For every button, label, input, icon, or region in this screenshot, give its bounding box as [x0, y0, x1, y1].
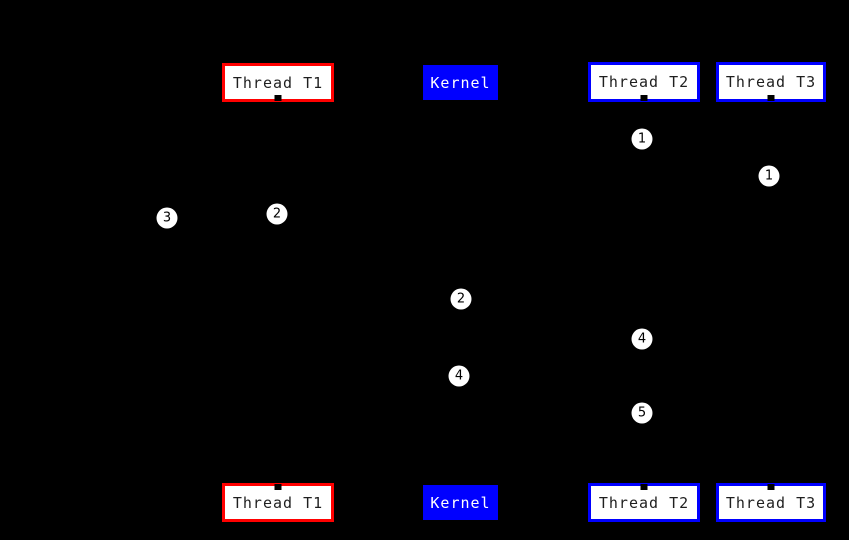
node-thread-t2-top: Thread T2 — [588, 62, 700, 102]
lifeline-notch — [767, 484, 775, 490]
step-marker-2-4: 2 — [450, 288, 472, 310]
node-kernel-bottom: Kernel — [423, 485, 498, 520]
step-marker-label: 2 — [456, 291, 466, 307]
step-marker-5-7: 5 — [631, 402, 653, 424]
node-thread-t2-bottom: Thread T2 — [588, 483, 700, 522]
step-marker-label: 4 — [454, 368, 464, 384]
step-marker-label: 5 — [637, 405, 647, 421]
node-label: Thread T1 — [232, 73, 324, 92]
node-thread-t1-bottom: Thread T1 — [222, 483, 334, 522]
step-marker-1-1: 1 — [758, 165, 780, 187]
step-marker-4-5: 4 — [631, 328, 653, 350]
node-label: Kernel — [430, 493, 491, 512]
node-label: Thread T2 — [598, 493, 690, 512]
node-kernel-top: Kernel — [423, 65, 498, 100]
step-marker-1-0: 1 — [631, 128, 653, 150]
node-thread-t3-bottom: Thread T3 — [716, 483, 826, 522]
lifeline-notch — [767, 95, 775, 101]
node-thread-t3-top: Thread T3 — [716, 62, 826, 102]
step-marker-label: 2 — [272, 206, 282, 222]
node-label: Kernel — [430, 73, 491, 92]
step-marker-3-3: 3 — [156, 207, 178, 229]
node-label: Thread T3 — [725, 493, 817, 512]
lifeline-notch — [640, 95, 648, 101]
step-marker-label: 3 — [162, 210, 172, 226]
step-marker-2-2: 2 — [266, 203, 288, 225]
step-marker-label: 4 — [637, 331, 647, 347]
step-marker-label: 1 — [764, 168, 774, 184]
node-label: Thread T2 — [598, 73, 690, 91]
node-label: Thread T3 — [725, 73, 817, 91]
node-thread-t1-top: Thread T1 — [222, 63, 334, 102]
step-marker-label: 1 — [637, 131, 647, 147]
node-label: Thread T1 — [232, 493, 324, 512]
step-marker-4-6: 4 — [448, 365, 470, 387]
lifeline-notch — [274, 484, 282, 490]
lifeline-notch — [274, 95, 282, 101]
lifeline-notch — [640, 484, 648, 490]
